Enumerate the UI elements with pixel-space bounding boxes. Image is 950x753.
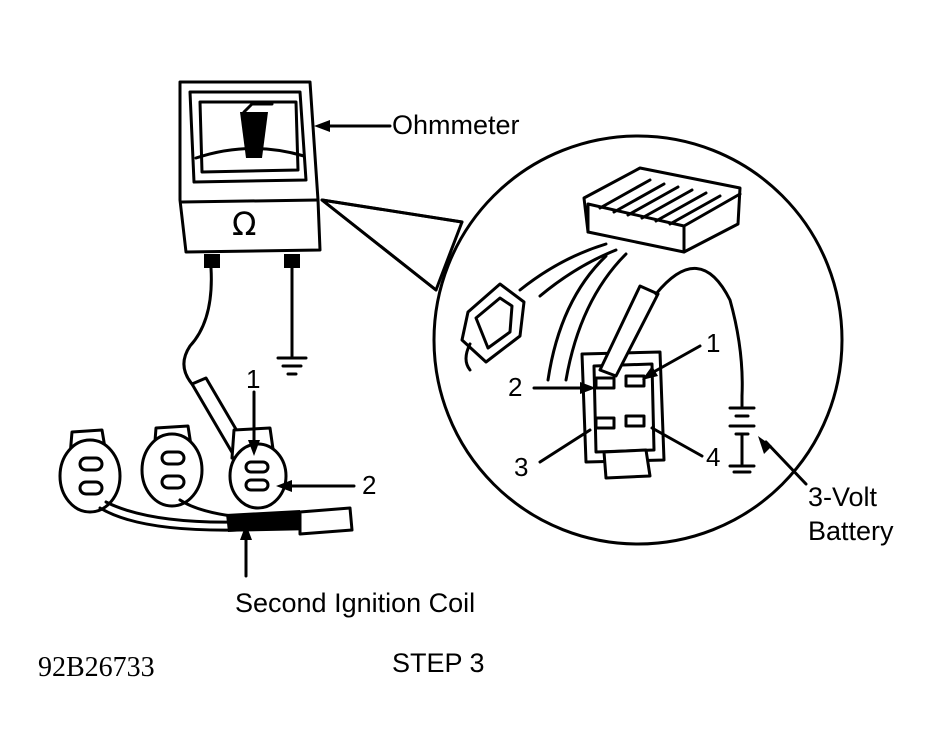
- coil-terminal-2-label: 2: [362, 470, 377, 500]
- detail-terminal-4-arrow: [650, 426, 704, 458]
- detail-terminal-1-label: 1: [706, 328, 721, 358]
- ohmmeter-right-jack: [284, 254, 300, 268]
- detail-test-probe: [598, 284, 660, 378]
- detail-terminal-2-label: 2: [508, 372, 523, 402]
- callout-pointer: [320, 198, 464, 292]
- detail-callout-circle: [432, 134, 844, 546]
- coil-terminal-1-label: 1: [246, 364, 261, 394]
- step-label: STEP 3: [392, 648, 485, 678]
- ohmmeter-left-jack: [204, 254, 220, 268]
- detail-terminal-3-label: 3: [514, 452, 529, 482]
- battery-label-line2: Battery: [808, 516, 894, 546]
- detail-terminal-3-arrow: [538, 428, 592, 464]
- second-ignition-coil-label: Second Ignition Coil: [235, 588, 476, 618]
- figure-code: 92B26733: [38, 652, 155, 683]
- battery-arrow: [764, 440, 808, 486]
- second-ignition-coil-connector: [228, 442, 288, 510]
- coil-connectors: [58, 424, 354, 536]
- ohmmeter-device: [178, 80, 322, 468]
- battery-label-line1: 3-Volt: [808, 482, 878, 512]
- detail-terminal-4-label: 4: [706, 442, 721, 472]
- ohm-symbol: Ω: [232, 205, 257, 243]
- ignitor-module-detail: [460, 166, 756, 480]
- ohmmeter-label: Ohmmeter: [392, 110, 520, 140]
- detail-terminal-1-arrow: [648, 344, 702, 376]
